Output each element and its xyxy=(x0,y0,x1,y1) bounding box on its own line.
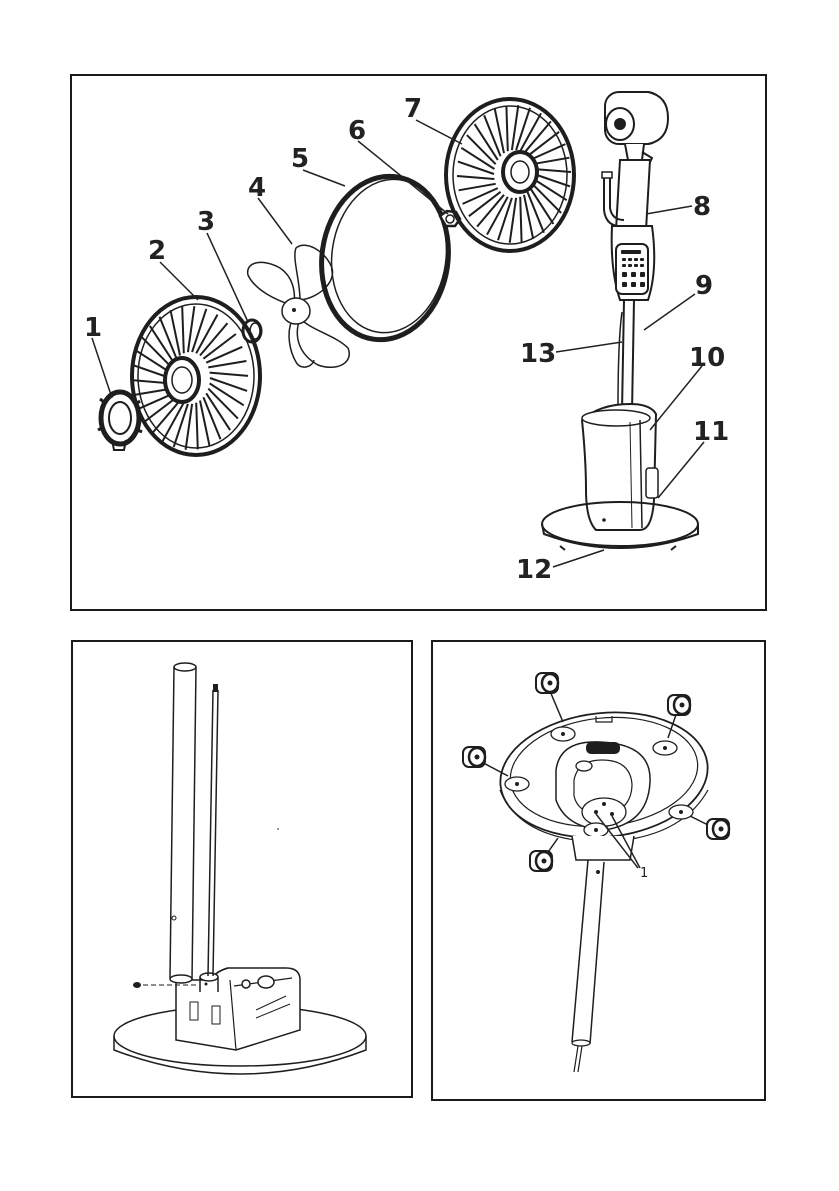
control-key xyxy=(628,264,632,267)
label-part-6: 6 xyxy=(348,116,366,146)
label-part-12: 12 xyxy=(516,555,552,585)
grille-spoke xyxy=(210,378,247,391)
label-part-1: 1 xyxy=(84,313,102,343)
grille-spoke xyxy=(532,158,569,165)
grille-spoke xyxy=(520,197,521,243)
grille-spoke xyxy=(516,108,530,150)
caster-mount-hole xyxy=(594,828,598,832)
grille-spoke xyxy=(174,404,188,447)
label-screw-holes: 1 xyxy=(640,866,648,881)
grille-spoke xyxy=(210,373,248,376)
label-part-10: 10 xyxy=(689,343,725,373)
grille-spoke xyxy=(196,403,198,450)
label-part-5: 5 xyxy=(291,144,309,174)
control-key xyxy=(622,282,627,287)
control-key xyxy=(622,264,626,267)
label-part-9: 9 xyxy=(695,271,713,301)
control-key xyxy=(640,258,644,261)
grille-spoke xyxy=(192,309,206,352)
control-key xyxy=(622,258,626,261)
part-2-rear-grille xyxy=(132,297,260,455)
grille-spoke xyxy=(458,162,494,174)
caster-wheel xyxy=(690,816,729,839)
control-key xyxy=(640,264,644,267)
label-part-8: 8 xyxy=(693,192,711,222)
caster-mount-hole xyxy=(663,746,667,750)
label-part-7: 7 xyxy=(404,94,422,124)
label-part-13: 13 xyxy=(520,339,556,369)
grille-spoke xyxy=(534,169,571,172)
grille-spoke xyxy=(459,184,496,191)
grille-spoke xyxy=(182,307,184,354)
part-7-front-grille xyxy=(446,99,574,251)
pole-assembly-drawing xyxy=(114,663,366,1074)
grille-spoke xyxy=(208,361,246,367)
grille-spoke xyxy=(498,198,512,240)
grille-spoke xyxy=(457,176,494,179)
part-5-front-ring xyxy=(311,168,459,348)
caster-wheel xyxy=(463,747,508,776)
caster-assembly-drawing: 1 xyxy=(463,673,729,1072)
control-key xyxy=(634,258,638,261)
control-key xyxy=(640,272,645,277)
label-part-4: 4 xyxy=(248,173,266,203)
control-key xyxy=(640,282,645,287)
grille-spoke xyxy=(463,188,498,204)
caster-wheel xyxy=(536,673,563,722)
control-key xyxy=(631,282,636,287)
label-part-2: 2 xyxy=(148,236,166,266)
caster-mount-hole xyxy=(515,782,519,786)
grille-spoke xyxy=(530,144,565,160)
control-key xyxy=(621,250,641,254)
control-key xyxy=(622,272,627,277)
control-key xyxy=(631,272,636,277)
label-part-3: 3 xyxy=(197,207,215,237)
control-key xyxy=(628,258,632,261)
caster-mount-hole xyxy=(679,810,683,814)
caster-mount-hole xyxy=(561,732,565,736)
grille-spoke xyxy=(534,174,570,186)
label-part-11: 11 xyxy=(693,417,729,447)
control-key xyxy=(634,264,638,267)
grille-spoke xyxy=(506,106,507,152)
caster-wheel xyxy=(530,838,558,871)
grille-spoke xyxy=(206,347,242,363)
